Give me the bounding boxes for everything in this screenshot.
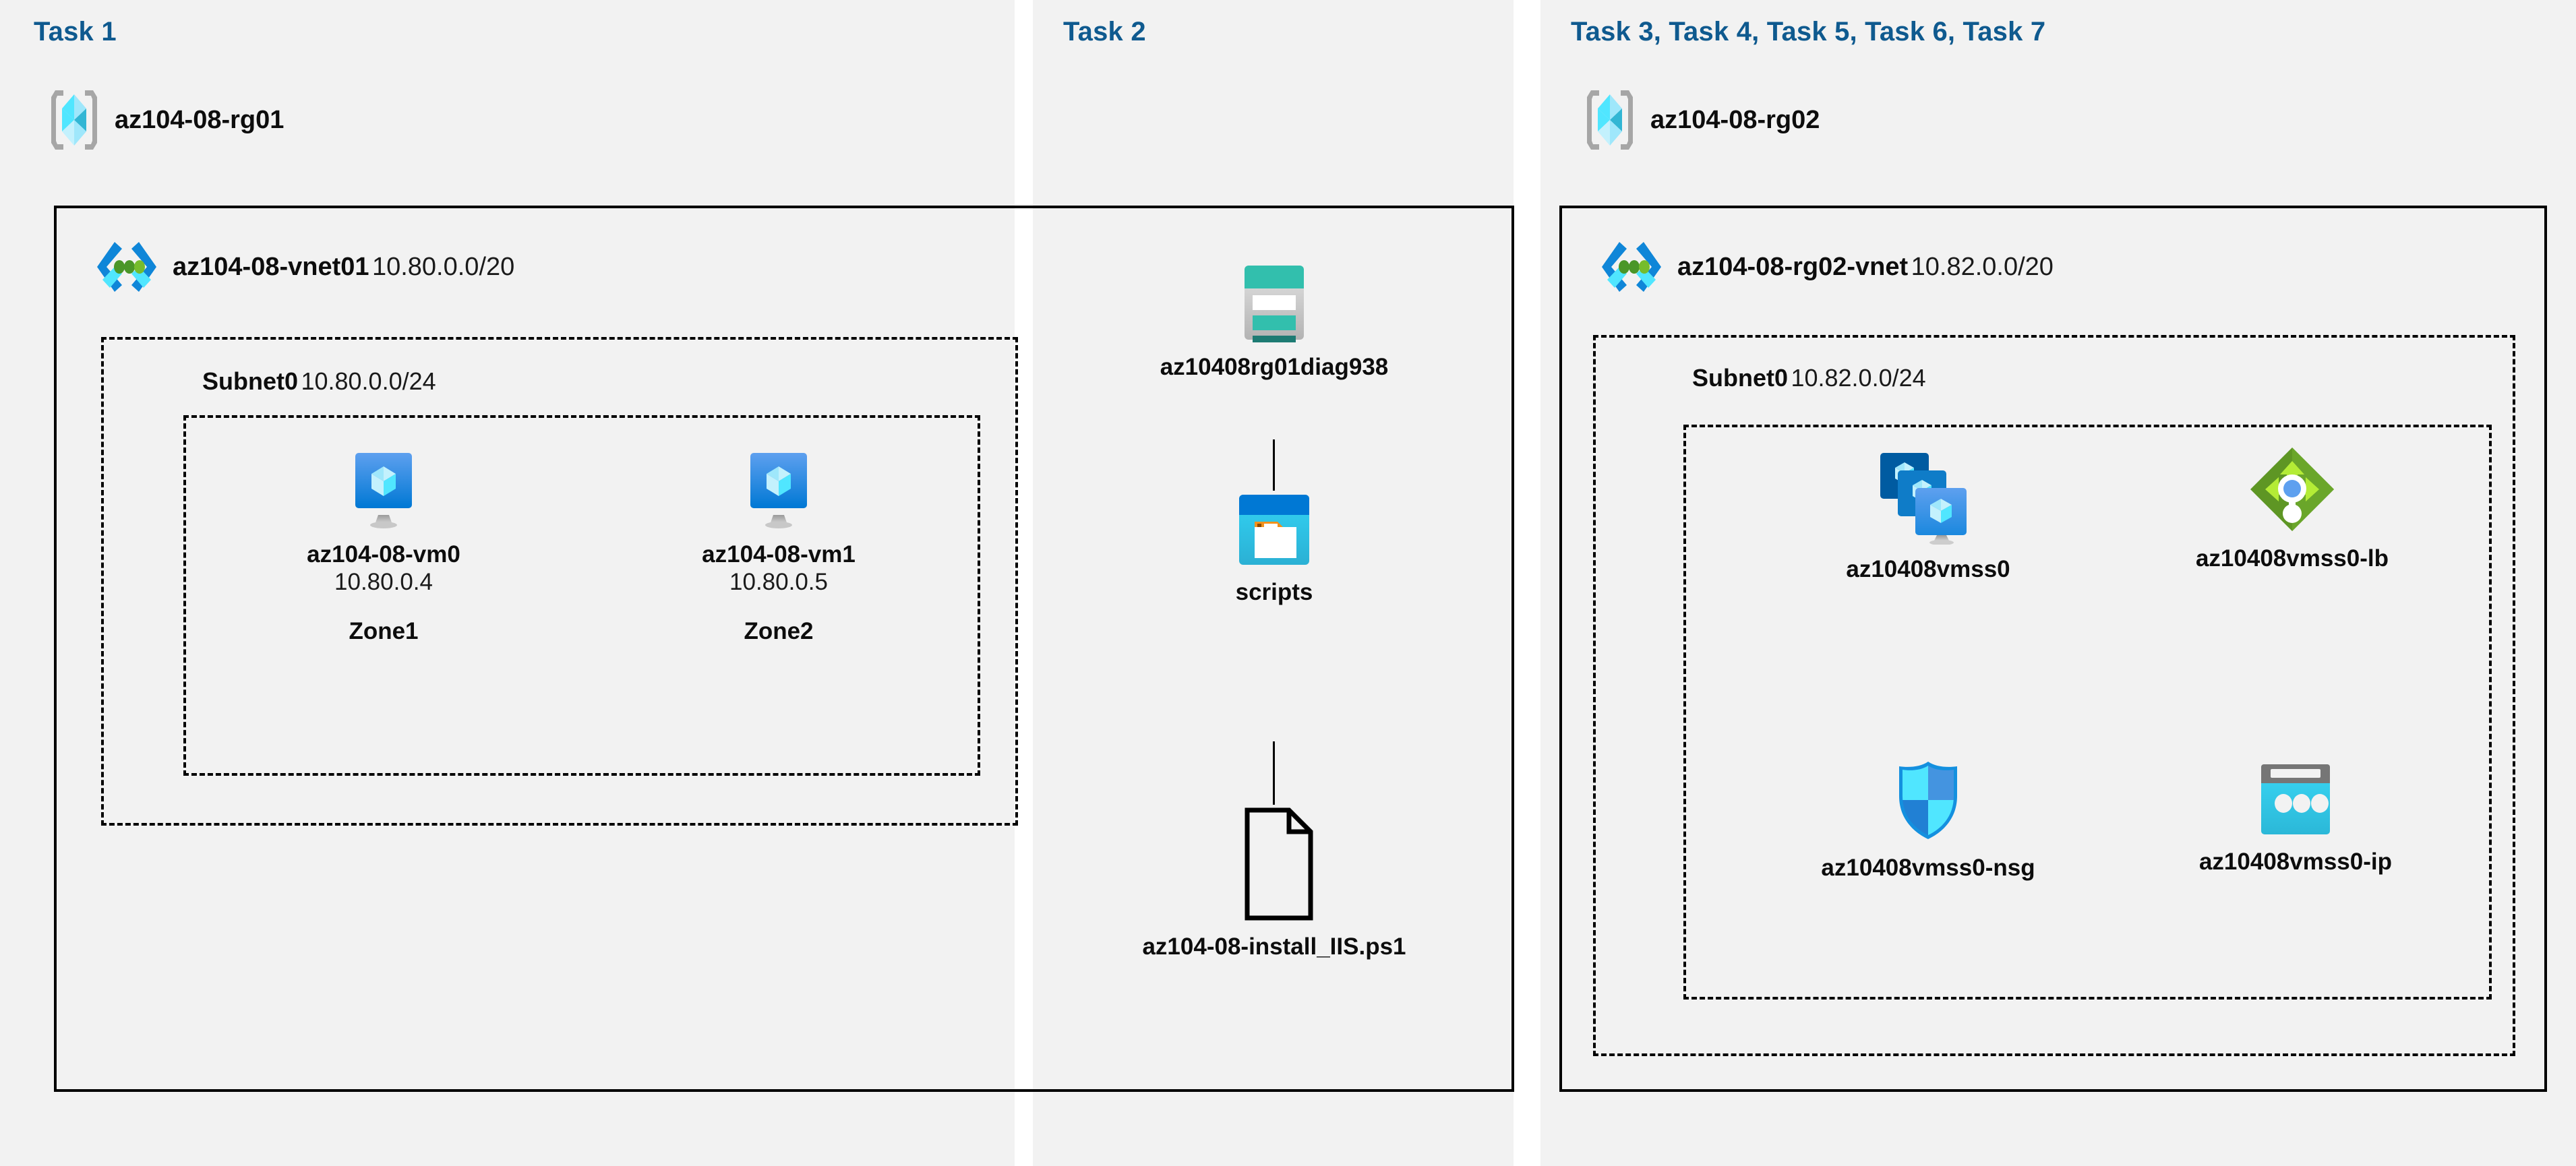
resource-group-task3[interactable]: az104-08-rg02 xyxy=(1584,88,1820,152)
nsg-node[interactable]: az10408vmss0-nsg xyxy=(1793,758,2063,882)
subnet-box-task1 xyxy=(101,337,1018,826)
virtual-machine-icon xyxy=(738,450,819,530)
availability-zones-box xyxy=(183,415,980,776)
vm-zone-1: Zone2 xyxy=(744,617,814,644)
load-balancer-node[interactable]: az10408vmss0-lb xyxy=(2164,445,2420,572)
task-title-1: Task 1 xyxy=(34,17,117,47)
panel-task2 xyxy=(1033,0,1514,1166)
vnet-name-task3: az104-08-rg02-vnet xyxy=(1677,252,1909,281)
vm-ip-0: 10.80.0.4 xyxy=(334,569,433,596)
task-title-3: Task 3, Task 4, Task 5, Task 6, Task 7 xyxy=(1571,17,2046,47)
virtual-network-icon xyxy=(1599,239,1664,295)
script-file-label: az104-08-install_IIS.ps1 xyxy=(1142,933,1406,960)
load-balancer-label: az10408vmss0-lb xyxy=(2195,545,2389,572)
resource-group-label: az104-08-rg01 xyxy=(115,105,284,134)
subnet-header-task3: Subnet0 10.82.0.0/24 xyxy=(1692,364,1926,392)
storage-account-node[interactable]: az10408rg01diag938 xyxy=(1146,263,1402,381)
vmss-label: az10408vmss0 xyxy=(1846,556,2010,582)
file-icon xyxy=(1231,806,1317,922)
connector-storage-to-container xyxy=(1273,439,1275,491)
vnet-box-task1 xyxy=(54,206,1514,1092)
task-title-2: Task 2 xyxy=(1063,17,1146,47)
vmss-node[interactable]: az10408vmss0 xyxy=(1807,450,2049,583)
public-ip-label: az10408vmss0-ip xyxy=(2198,849,2393,875)
blob-container-node[interactable]: scripts xyxy=(1146,492,1402,606)
vm-ip-1: 10.80.0.5 xyxy=(729,569,828,596)
vm-node-0[interactable]: az104-08-vm0 10.80.0.4 Zone1 xyxy=(279,450,488,645)
public-ip-node[interactable]: az10408vmss0-ip xyxy=(2178,762,2414,876)
vnet-header-task3: az104-08-rg02-vnet 10.82.0.0/20 xyxy=(1599,239,2054,295)
resource-group-icon xyxy=(1584,88,1636,152)
connector-container-to-file xyxy=(1273,741,1275,805)
subnet-box-task3 xyxy=(1593,335,2515,1056)
vnet-cidr-task1: 10.80.0.0/20 xyxy=(371,252,515,281)
vm-name-0: az104-08-vm0 xyxy=(307,541,460,567)
resource-group-icon xyxy=(49,88,100,152)
subnet-resources-box xyxy=(1683,425,2492,1000)
storage-account-icon xyxy=(1240,263,1308,342)
panel-task3 xyxy=(1540,0,2576,1166)
subnet-cidr-task3: 10.82.0.0/24 xyxy=(1791,364,1926,392)
nsg-label: az10408vmss0-nsg xyxy=(1821,855,2035,881)
script-file-node[interactable]: az104-08-install_IIS.ps1 xyxy=(1106,806,1443,960)
virtual-machine-icon xyxy=(343,450,424,530)
subnet-name-task1: Subnet0 xyxy=(202,367,299,395)
vm-zone-0: Zone1 xyxy=(349,617,419,644)
vnet-box-task3 xyxy=(1559,206,2547,1092)
public-ip-address-icon xyxy=(2256,762,2335,837)
virtual-network-icon xyxy=(94,239,159,295)
vm-node-1[interactable]: az104-08-vm1 10.80.0.5 Zone2 xyxy=(674,450,883,645)
blob-container-icon xyxy=(1236,492,1312,567)
storage-account-label: az10408rg01diag938 xyxy=(1160,354,1389,380)
resource-group-label: az104-08-rg02 xyxy=(1650,105,1820,134)
network-security-group-icon xyxy=(1891,758,1965,843)
vm-scale-set-icon xyxy=(1878,450,1979,545)
subnet-cidr-task1: 10.80.0.0/24 xyxy=(301,367,436,395)
vnet-cidr-task3: 10.82.0.0/20 xyxy=(1911,252,2054,281)
vm-name-1: az104-08-vm1 xyxy=(702,541,856,567)
subnet-name-task3: Subnet0 xyxy=(1692,364,1789,392)
vnet-name-task1: az104-08-vnet01 xyxy=(173,252,369,281)
load-balancer-icon xyxy=(2248,445,2337,534)
blob-container-label: scripts xyxy=(1235,579,1313,605)
subnet-header-task1: Subnet0 10.80.0.0/24 xyxy=(202,367,436,396)
resource-group-task1[interactable]: az104-08-rg01 xyxy=(49,88,284,152)
panel-task1 xyxy=(0,0,1015,1166)
vnet-header-task1: az104-08-vnet01 10.80.0.0/20 xyxy=(94,239,514,295)
